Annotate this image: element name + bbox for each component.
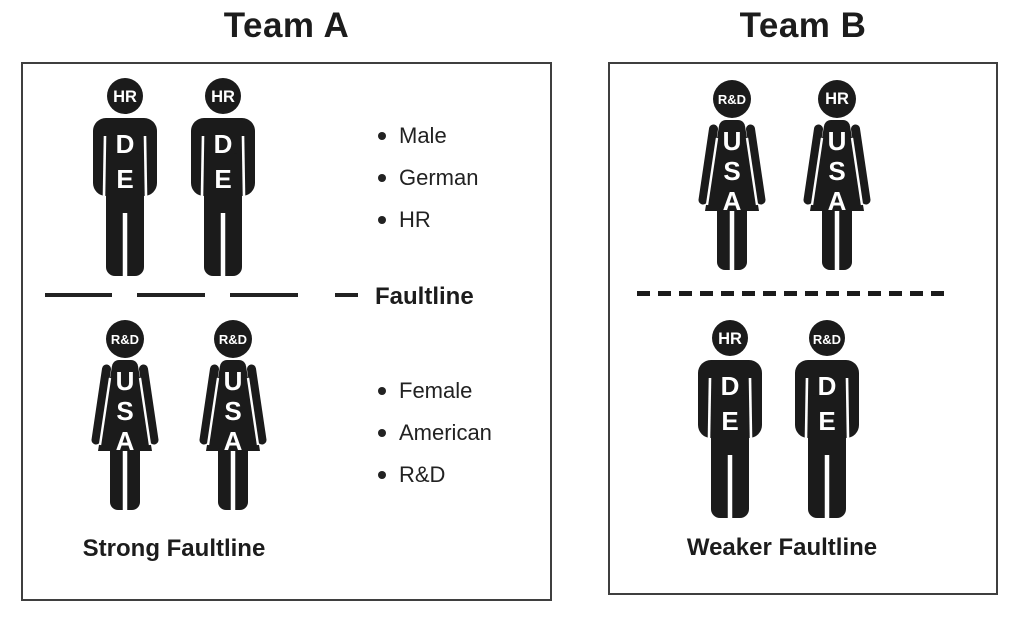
- nationality-letter: E: [116, 164, 133, 194]
- nationality-letter: E: [214, 164, 231, 194]
- faultline-dash: [335, 293, 358, 297]
- list-item: R&D: [378, 462, 492, 487]
- faultline-dash: [45, 293, 112, 297]
- head-badge: [818, 80, 856, 118]
- department-label: HR: [825, 90, 849, 108]
- head-badge: [809, 320, 845, 356]
- attribute-label: German: [399, 165, 479, 190]
- nationality-letter: D: [818, 371, 837, 401]
- nationality-letter: U: [116, 366, 135, 396]
- attribute-label: R&D: [399, 462, 446, 487]
- team-a-panel: HR D E HR D E Male German HR: [21, 62, 552, 601]
- faultline-dash: [137, 293, 205, 297]
- faultline-dash: [230, 293, 298, 297]
- department-label: HR: [113, 88, 137, 106]
- male-figure-icon: HR D E: [695, 320, 765, 520]
- female-figure-icon: R&D U S A: [697, 80, 767, 270]
- nationality-letter: A: [224, 426, 243, 456]
- head-badge: [214, 320, 252, 358]
- bullet-icon: [378, 174, 386, 182]
- list-item: American: [378, 420, 492, 445]
- list-item: Female: [378, 378, 492, 403]
- female-figure-icon: R&D U S A: [198, 320, 268, 510]
- bottom-group-attributes: Female American R&D: [378, 378, 492, 487]
- department-label: R&D: [111, 332, 139, 347]
- top-group-attributes: Male German HR: [378, 123, 479, 232]
- department-label: R&D: [219, 332, 247, 347]
- team-b-title: Team B: [739, 6, 867, 45]
- team-a-caption: Strong Faultline: [82, 535, 266, 562]
- team-b-panel: R&D U S A HR U S A: [608, 62, 998, 595]
- head-badge: [713, 80, 751, 118]
- nationality-letter: A: [116, 426, 135, 456]
- department-label: R&D: [813, 332, 841, 347]
- bullet-icon: [378, 387, 386, 395]
- bullet-icon: [378, 216, 386, 224]
- department-label: R&D: [718, 92, 746, 107]
- head-badge: [106, 320, 144, 358]
- list-item: Male: [378, 123, 478, 148]
- female-figure-icon: R&D U S A: [90, 320, 160, 510]
- nationality-letter: D: [721, 371, 740, 401]
- nationality-letter: S: [828, 156, 845, 186]
- nationality-letter: U: [723, 126, 742, 156]
- head-badge: [205, 78, 241, 114]
- attribute-label: Female: [399, 378, 473, 403]
- nationality-letter: E: [721, 406, 738, 436]
- head-badge: [712, 320, 748, 356]
- nationality-letter: D: [214, 129, 233, 159]
- male-figure-icon: R&D D E: [792, 320, 862, 520]
- attribute-label: American: [399, 420, 492, 445]
- nationality-letter: S: [224, 396, 241, 426]
- head-badge: [107, 78, 143, 114]
- male-figure-icon: HR D E: [90, 78, 160, 278]
- bullet-icon: [378, 429, 386, 437]
- attribute-label: HR: [399, 207, 431, 232]
- nationality-letter: U: [828, 126, 847, 156]
- department-label: HR: [211, 88, 235, 106]
- list-item: HR: [378, 207, 478, 232]
- nationality-letter: U: [224, 366, 243, 396]
- nationality-letter: S: [116, 396, 133, 426]
- faultline-dashed-divider: [637, 291, 950, 296]
- list-item: German: [378, 165, 479, 190]
- bullet-icon: [378, 132, 386, 140]
- nationality-letter: S: [723, 156, 740, 186]
- department-label: HR: [718, 330, 742, 348]
- nationality-letter: A: [723, 186, 742, 216]
- faultline-label: Faultline: [375, 283, 474, 310]
- attribute-label: Male: [399, 123, 447, 148]
- bullet-icon: [378, 471, 386, 479]
- female-figure-icon: HR U S A: [802, 80, 872, 270]
- male-figure-icon: HR D E: [188, 78, 258, 278]
- nationality-letter: D: [116, 129, 135, 159]
- nationality-letter: A: [828, 186, 847, 216]
- nationality-letter: E: [818, 406, 835, 436]
- team-b-caption: Weaker Faultline: [686, 534, 878, 561]
- team-a-title: Team A: [223, 6, 350, 45]
